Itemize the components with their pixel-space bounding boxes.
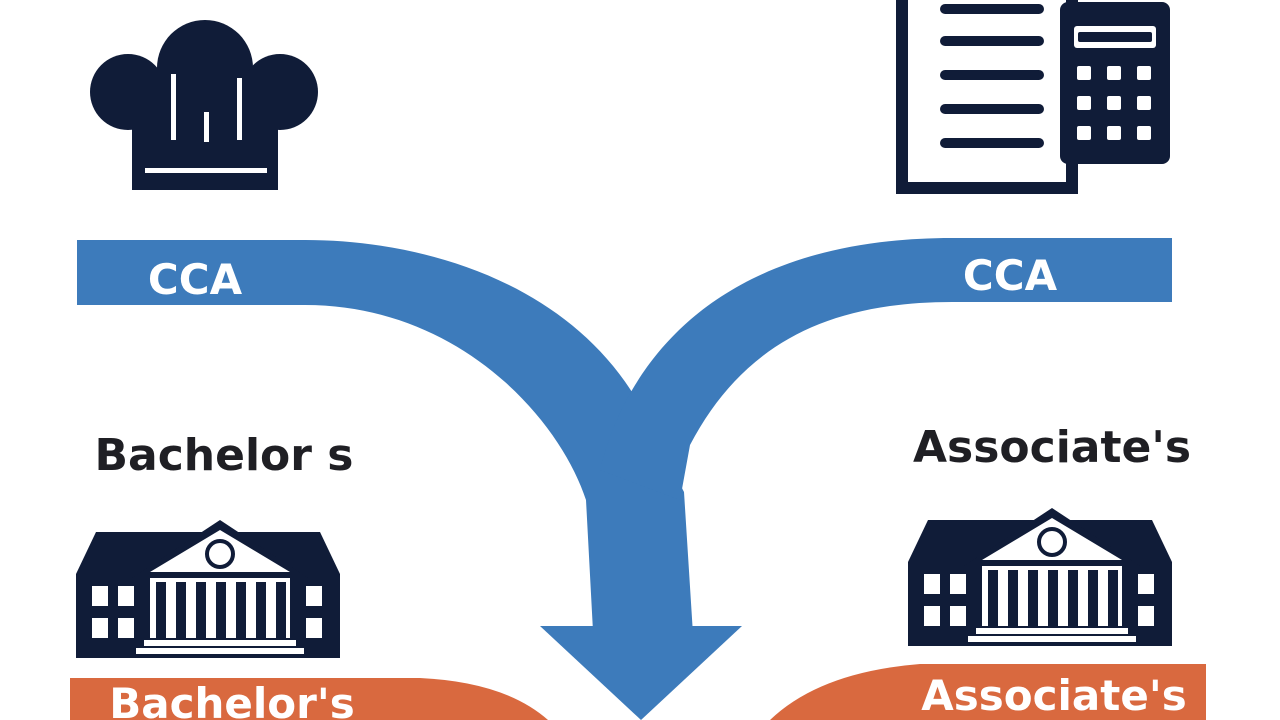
merge-arrow	[77, 238, 1172, 720]
left-banner	[70, 678, 548, 720]
right-banner-label: Associate's	[921, 671, 1186, 720]
left-degree-heading: Bachelor s	[95, 430, 354, 481]
university-building-icon	[908, 508, 1172, 646]
left-banner-label: Bachelor's	[109, 679, 354, 720]
university-building-icon	[76, 520, 340, 658]
right-degree-heading: Associate's	[913, 422, 1191, 473]
document-calculator-icon	[896, 0, 1170, 194]
right-path-label: CCA	[963, 251, 1058, 300]
left-path-label: CCA	[148, 255, 243, 304]
chef-hat-icon	[90, 20, 318, 190]
right-cca-path	[600, 238, 1172, 500]
arrow-head	[540, 626, 742, 720]
left-cca-path	[77, 240, 694, 650]
right-banner	[770, 664, 1206, 720]
